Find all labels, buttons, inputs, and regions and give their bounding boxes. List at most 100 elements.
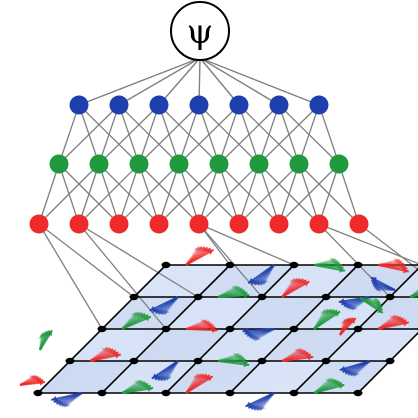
hidden-layer-blue-node [229, 95, 249, 115]
spin-arrow-head [251, 278, 258, 285]
spin-arrow-head [206, 376, 213, 382]
spin-arrow-bundle [185, 319, 218, 333]
network-nodes [29, 95, 369, 234]
edge-hidden [218, 104, 240, 165]
projection-line [198, 223, 295, 266]
spin-arrow-bundle [281, 347, 314, 362]
spin-arrow-head [101, 347, 108, 353]
spin-arrow-head [243, 361, 250, 368]
spin-arrow-head [339, 266, 345, 273]
spin-arrow-head [300, 350, 307, 356]
hidden-layer-green-node [89, 154, 109, 174]
edge-hidden [318, 163, 340, 225]
hidden-layer-green-node [129, 154, 149, 174]
spin-arrow-head [139, 381, 146, 387]
lattice-col-line [357, 331, 418, 394]
spin-arrow-head [333, 380, 340, 386]
edge-hidden [278, 163, 340, 225]
edge-psi-blue [78, 57, 201, 106]
spin-arrow-shaft [409, 294, 418, 298]
projection-line [318, 223, 418, 265]
lattice-site [161, 261, 171, 269]
spin-arrow-head [201, 247, 208, 253]
lattice-site [257, 357, 267, 365]
spin-arrow-head [401, 265, 408, 271]
spin-arrow-bundle [409, 289, 418, 298]
spin-arrow-bundle [19, 374, 46, 386]
spin-arrow-head [307, 354, 314, 361]
projection-line [38, 223, 103, 330]
lattice-site [65, 357, 75, 365]
spin-arrow-bundle [377, 314, 409, 330]
spin-arrow-bundle [217, 285, 250, 299]
spin-arrow-bundle [339, 360, 371, 377]
spin-arrow-bundle [217, 352, 250, 368]
spin-arrow-head [200, 319, 207, 325]
edge-hidden [38, 163, 100, 225]
lattice-site [385, 357, 395, 365]
lattice-site [129, 357, 139, 365]
lattice-site [161, 325, 171, 333]
lattice-site [353, 261, 363, 269]
spin-arrow-head [351, 304, 358, 310]
hidden-layer-blue-node [69, 95, 89, 115]
spin-arrow-head [300, 279, 307, 286]
spin-arrow-bundle [281, 277, 310, 298]
input-layer-red-node [229, 214, 249, 234]
input-layer-red-node [29, 214, 49, 234]
lattice-site [225, 261, 235, 269]
spin-arrow-head [151, 373, 158, 379]
spin-arrow-head [64, 401, 71, 407]
edge-hidden [78, 163, 140, 225]
spin-arrow-head [376, 307, 383, 313]
edge-hidden [318, 104, 340, 165]
spin-arrow-bundle [185, 373, 214, 394]
edge-psi-blue [199, 57, 320, 106]
spin-arrow-head [375, 286, 381, 293]
edge-hidden [178, 104, 240, 165]
psi-label: ψ [187, 12, 214, 52]
hidden-layer-blue-node [149, 95, 169, 115]
spin-arrow-head [370, 277, 377, 283]
spin-arrow-bundle [51, 392, 83, 408]
psi-circle [170, 1, 230, 61]
spin-arrow-head [320, 309, 326, 316]
lattice-site [289, 261, 299, 269]
lattice-site [225, 325, 235, 333]
spin-arrow-head [340, 319, 347, 326]
hidden-layer-blue-node [109, 95, 129, 115]
spin-arrow-bundle [313, 257, 346, 273]
edge-hidden [258, 104, 320, 165]
spin-arrow-bundle [121, 379, 154, 394]
input-layer-red-node [69, 214, 89, 234]
lattice-tile [326, 329, 418, 361]
spin-arrow-head [350, 318, 356, 324]
edge-hidden [78, 163, 100, 225]
spin-arrow-head [242, 327, 249, 334]
spin-arrow-head [166, 374, 172, 381]
edge-psi-blue [158, 57, 201, 106]
edge-hidden [98, 104, 120, 165]
spin-arrow-head [403, 267, 409, 274]
lattice-site [353, 389, 363, 397]
spin-arrow-head [389, 315, 396, 321]
spin-arrow-head [373, 296, 380, 303]
edge-hidden [58, 104, 120, 165]
spin-arrow-head [325, 378, 332, 384]
input-layer-red-node [349, 214, 369, 234]
spin-arrow-head [339, 365, 346, 372]
lattice-site [129, 293, 139, 301]
spin-arrow-bundle [359, 296, 384, 314]
projection-line [38, 223, 135, 298]
spin-arrow-head [297, 279, 304, 285]
lattice-site [321, 357, 331, 365]
spin-arrows [19, 245, 418, 412]
spin-arrow-head [403, 320, 409, 327]
spin-arrow-head [56, 399, 63, 405]
spin-arrow-head [46, 330, 53, 337]
edge-psi-blue [199, 57, 240, 106]
spin-arrow-head [334, 311, 341, 317]
hidden-layer-green-node [249, 154, 269, 174]
